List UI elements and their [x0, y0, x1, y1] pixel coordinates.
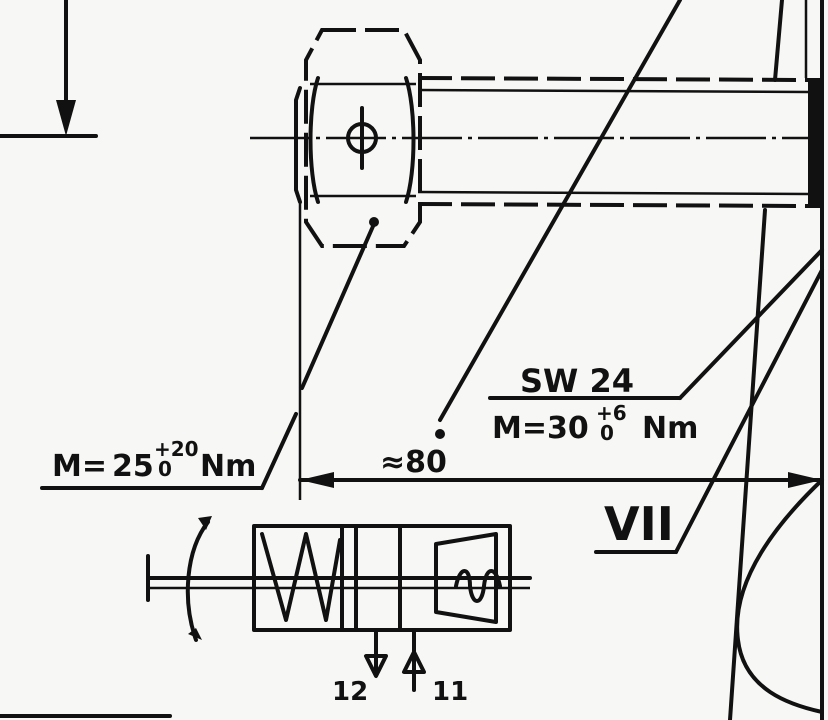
wrench-size: SW 24 — [520, 362, 634, 400]
edge-line-top — [773, 0, 784, 82]
leader-vii — [674, 268, 824, 554]
leader-sw24 — [678, 248, 824, 400]
port-11-label: 11 — [432, 677, 468, 707]
torque-left-leader — [260, 412, 298, 490]
centerline-symbol — [346, 106, 378, 170]
leader-nut-dot — [369, 217, 379, 227]
torque-right-unit: Nm — [642, 411, 698, 446]
torque-left-tol-upper: +20 — [154, 437, 199, 461]
right-wall — [728, 0, 824, 720]
section-mark: VII — [604, 497, 674, 551]
port-12-label: 12 — [332, 677, 368, 707]
reference-arrow — [0, 0, 98, 138]
torque-right-tol-upper: +6 — [596, 401, 627, 425]
torque-left-value: 25 — [112, 449, 154, 484]
torque-left-unit: Nm — [200, 449, 256, 484]
dimension-line — [298, 200, 824, 500]
torque-right-prefix: M=30 — [492, 411, 589, 446]
torque-left-prefix: M= — [52, 449, 107, 484]
approx-dimension: ≈80 — [380, 445, 447, 480]
hex-nut — [294, 28, 422, 248]
leader-dot — [435, 429, 445, 439]
torque-right-tol-lower: 0 — [600, 421, 614, 445]
bolt-shank — [250, 76, 809, 208]
leader-line-top — [438, 0, 682, 422]
leader-nut-torque — [300, 222, 376, 390]
pneumatic-valve-symbol — [146, 516, 532, 692]
torque-left-tol-lower: 0 — [158, 457, 172, 481]
